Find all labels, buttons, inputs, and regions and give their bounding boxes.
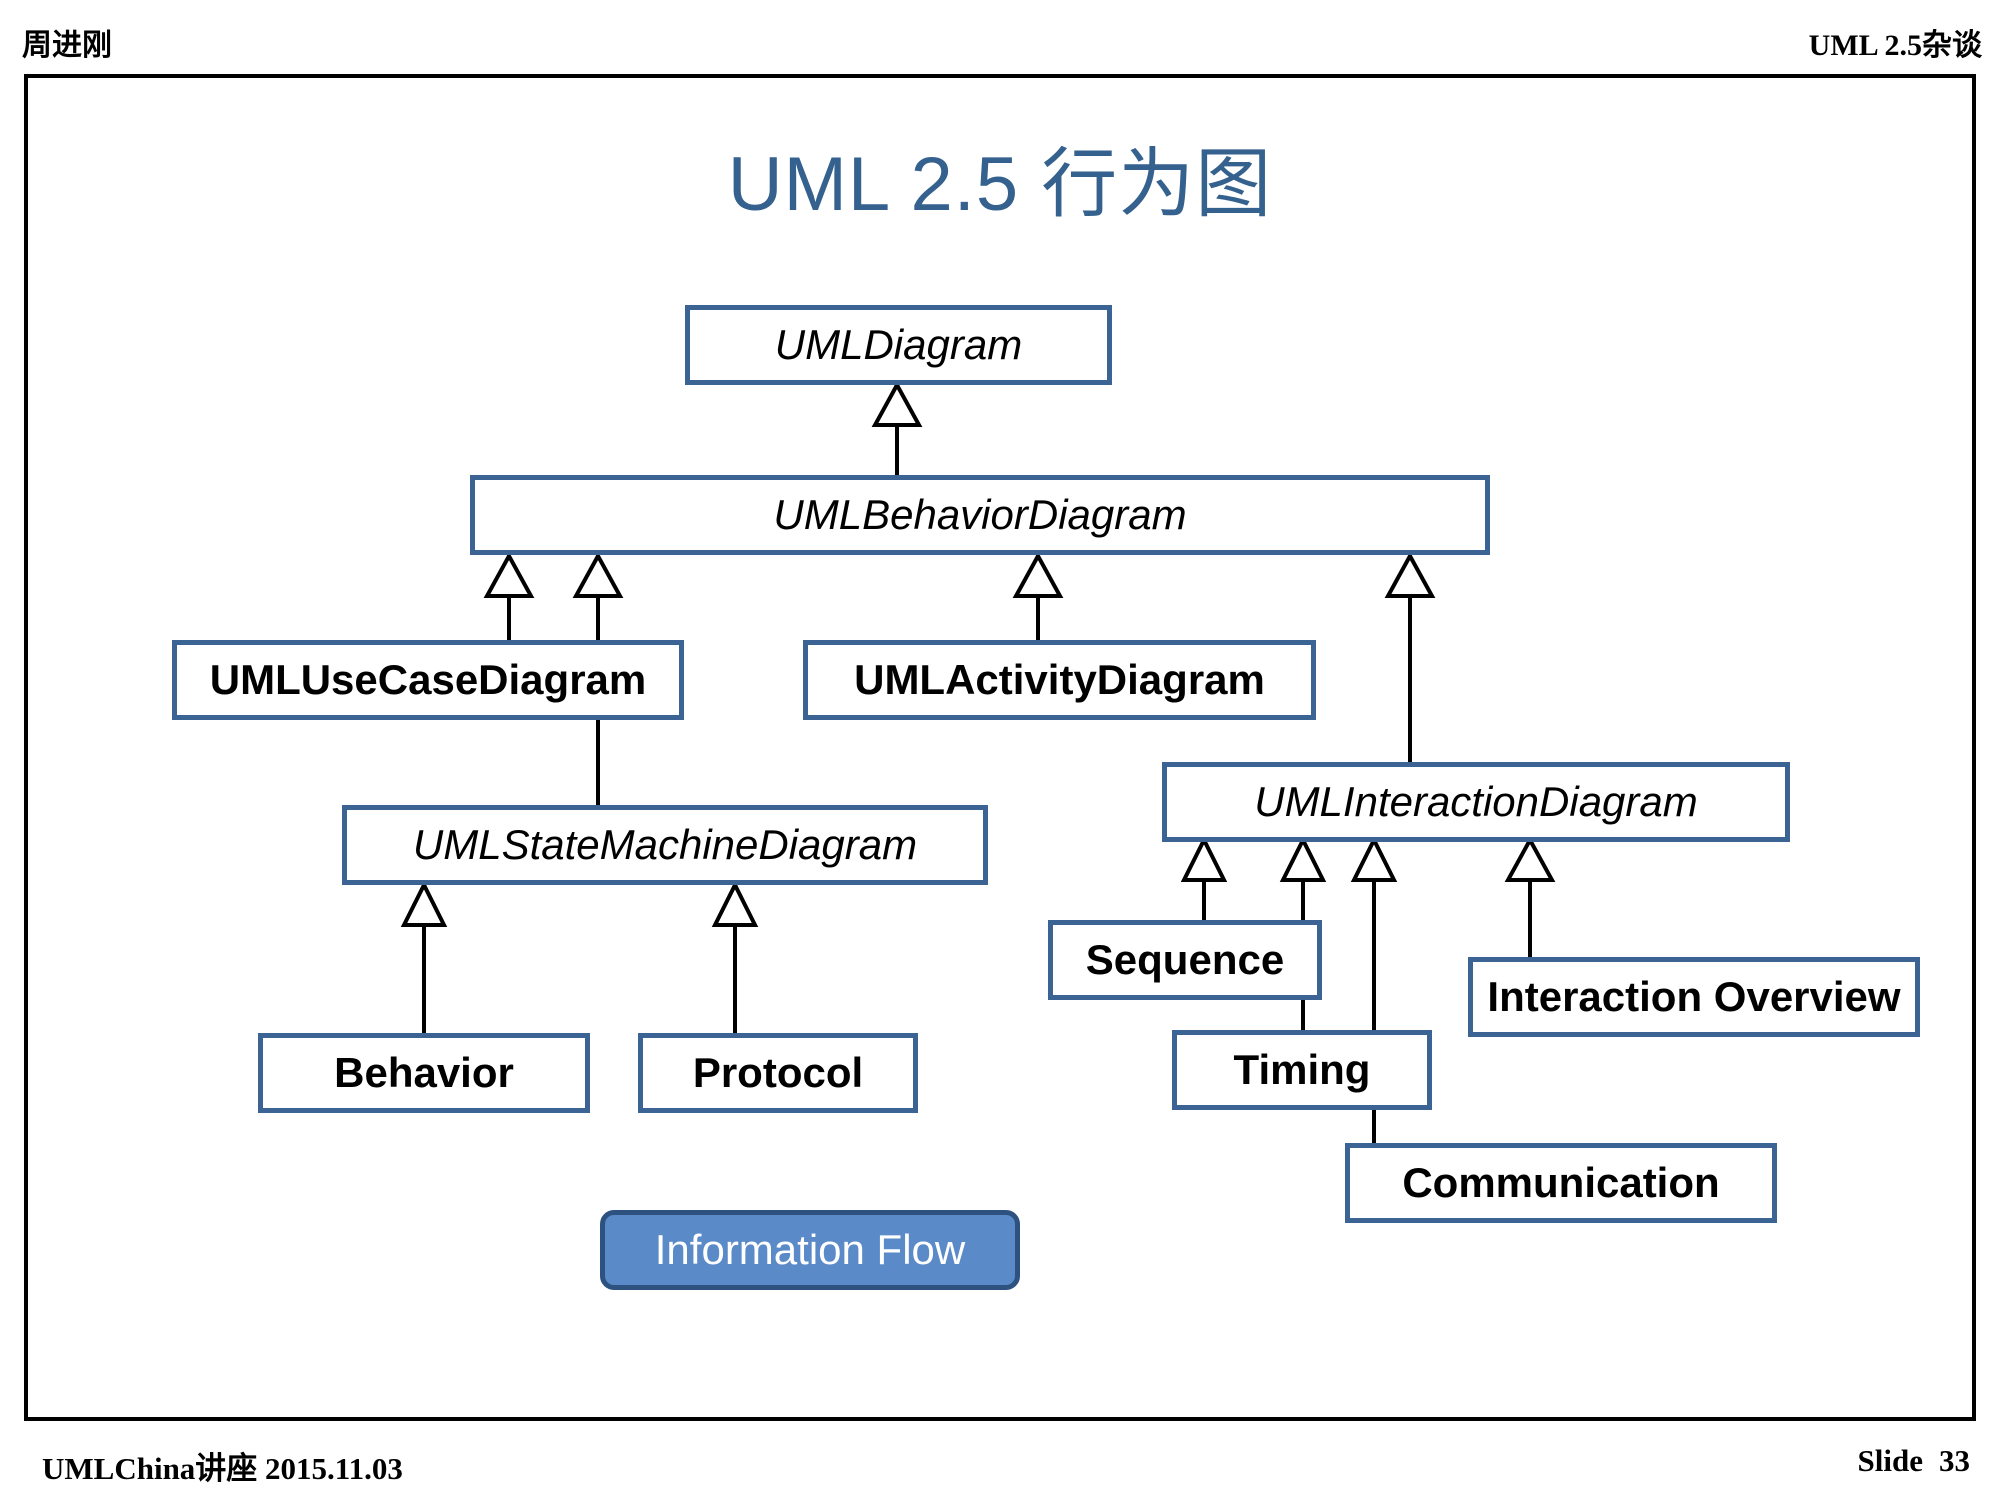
class-box-interaction-overview[interactable]: Interaction Overview <box>1468 957 1920 1037</box>
class-label: UMLUseCaseDiagram <box>209 656 647 703</box>
header-author: 周进刚 <box>22 29 112 62</box>
page-title: UML 2.5 行为图 <box>727 142 1273 227</box>
slide-number: 33 <box>1939 1443 1970 1478</box>
slide-border-frame <box>24 74 1976 1421</box>
class-box-protocol[interactable]: Protocol <box>638 1033 918 1113</box>
class-label: Behavior <box>334 1049 514 1096</box>
class-box-uml-behavior-diagram[interactable]: UMLBehaviorDiagram <box>470 475 1490 555</box>
class-label: Communication <box>1402 1159 1720 1206</box>
class-label: UMLStateMachineDiagram <box>412 821 918 868</box>
class-box-sequence[interactable]: Sequence <box>1048 920 1322 1000</box>
class-box-behavior[interactable]: Behavior <box>258 1033 590 1113</box>
header-topic: UML 2.5杂谈 <box>1808 29 1982 62</box>
class-label: Protocol <box>692 1049 864 1096</box>
class-label: Sequence <box>1085 936 1285 983</box>
class-box-uml-diagram[interactable]: UMLDiagram <box>685 305 1112 385</box>
class-box-communication[interactable]: Communication <box>1345 1143 1777 1223</box>
class-box-uml-use-case-diagram[interactable]: UMLUseCaseDiagram <box>172 640 684 720</box>
class-label: Timing <box>1233 1046 1371 1093</box>
information-flow-label: Information Flow <box>654 1226 966 1273</box>
class-box-timing[interactable]: Timing <box>1172 1030 1432 1110</box>
footer-slide-counter: Slide 33 <box>1858 1443 1970 1479</box>
footer-lecture-info: UMLChina讲座 2015.11.03 <box>42 1451 403 1486</box>
class-label: UMLBehaviorDiagram <box>773 491 1187 538</box>
class-box-uml-state-machine-diagram[interactable]: UMLStateMachineDiagram <box>342 805 988 885</box>
class-label: UMLActivityDiagram <box>854 656 1265 703</box>
slide-label: Slide <box>1857 1443 1923 1478</box>
class-box-uml-interaction-diagram[interactable]: UMLInteractionDiagram <box>1162 762 1790 842</box>
class-label: Interaction Overview <box>1487 973 1901 1020</box>
class-box-uml-activity-diagram[interactable]: UMLActivityDiagram <box>803 640 1316 720</box>
class-label: UMLInteractionDiagram <box>1254 778 1698 825</box>
class-label: UMLDiagram <box>774 321 1023 368</box>
information-flow-chip[interactable]: Information Flow <box>600 1210 1020 1290</box>
